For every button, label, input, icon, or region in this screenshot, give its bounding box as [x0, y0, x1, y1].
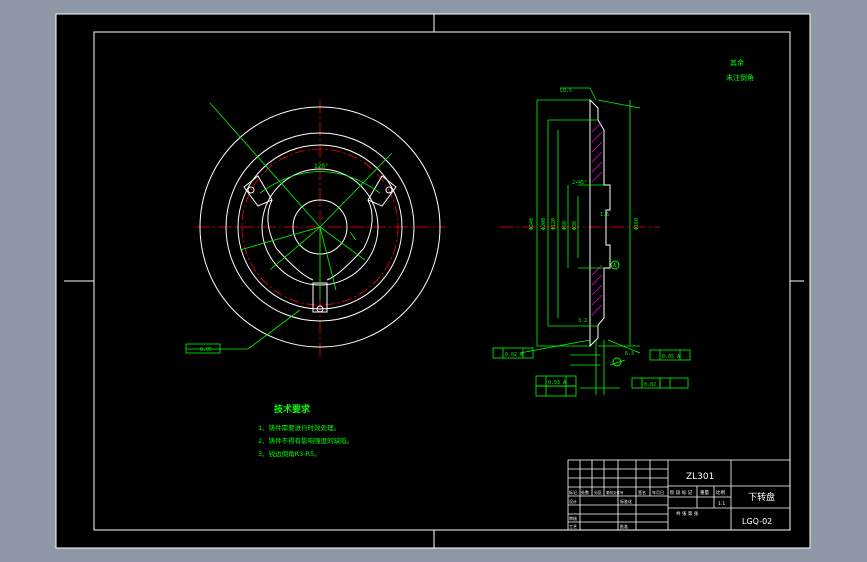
- technical-requirements: 技术要求 1、铸件需要进行时效处理。 2、铸件不得有影响强度的缺陷。 3、锐边倒…: [258, 403, 353, 458]
- note-2: 2、铸件不得有影响强度的缺陷。: [258, 436, 353, 445]
- roughness-1: 1.6: [600, 212, 609, 218]
- ring-2: [225, 132, 415, 322]
- section-profile: [589, 98, 611, 348]
- roughness-note-1: 其余: [730, 58, 744, 67]
- mark-label: 标记: [569, 489, 577, 495]
- notes-title: 技术要求: [274, 403, 311, 415]
- doc-label: 更改文件号: [606, 490, 624, 495]
- note-1: 1、铸件需要进行时效处理。: [258, 423, 340, 432]
- roughness-2: 3.2: [578, 318, 587, 324]
- roughness-3: 6.3: [625, 351, 634, 357]
- dim-phi160: Φ160: [634, 218, 640, 230]
- tol-3: 0.03 A: [548, 380, 566, 386]
- dim-phi60: Φ60: [562, 221, 568, 230]
- std-label: 标准化: [620, 498, 632, 504]
- weight-label: 重量: [700, 489, 709, 496]
- stage-label: 阶 段 标 记: [670, 489, 693, 496]
- check-label: 审核: [569, 515, 577, 521]
- tol-label-front: 0.05: [200, 347, 212, 353]
- scale-label: 比例: [716, 489, 725, 496]
- hole-1: [247, 186, 255, 194]
- section-hatch: [591, 121, 603, 316]
- dim-phi240: Φ240: [529, 218, 535, 230]
- tol-1: 0.02 A: [505, 352, 523, 358]
- bolt-circle: [241, 148, 399, 306]
- title-block: [567, 459, 791, 531]
- tol-2: 0.05 A: [662, 354, 680, 360]
- front-view: 120° 0.05: [185, 100, 446, 358]
- drawing-paper: [56, 14, 810, 548]
- part-name-text: 下转盘: [748, 491, 775, 503]
- tol-4: 0.02: [644, 382, 656, 388]
- dimension-lines-section: [519, 87, 641, 395]
- outer-circle: [199, 106, 441, 348]
- tolerance-frames: [492, 347, 691, 397]
- dim-phi30: Φ30: [572, 221, 578, 230]
- approve-label: 批准: [620, 523, 628, 529]
- scale-value: 1:1: [718, 501, 725, 507]
- section-view: C0.5 Φ240 Φ200 Φ120 Φ60 Φ30 Φ160 A 2×45°…: [492, 87, 691, 397]
- sheet-label: 共 张 第 张: [676, 510, 699, 517]
- zone-label: 分区: [594, 489, 602, 495]
- design-label: 设计: [569, 498, 577, 504]
- roughness-note-2: 未注倒角: [726, 73, 754, 82]
- small-label: 2×45°: [572, 180, 587, 186]
- datum-marker: [610, 260, 620, 270]
- material-text: ZL301: [686, 472, 714, 482]
- top-callout: C0.5: [560, 88, 572, 94]
- count-label: 处数: [581, 489, 589, 495]
- datum-label: A: [613, 263, 616, 269]
- note-3: 3、锐边倒角R3-R5。: [258, 449, 321, 458]
- dim-phi200: Φ200: [541, 218, 547, 230]
- dim-phi120: Φ120: [551, 218, 557, 230]
- drawing-no-text: LGQ-02: [742, 517, 772, 526]
- angle-label: 120°: [314, 163, 328, 170]
- dimension-lines-front: [186, 102, 393, 350]
- sign-label: 签名: [638, 489, 646, 495]
- ring-3: [237, 144, 403, 310]
- hole-2: [385, 186, 393, 194]
- tol-frame-front: [185, 343, 221, 354]
- datum-marker-2: [612, 357, 622, 367]
- outer-border: [55, 13, 811, 549]
- slot-group: [243, 175, 397, 313]
- hole-3: [316, 305, 324, 313]
- process-label: 工艺: [569, 524, 577, 529]
- date-label: 年月日: [652, 489, 664, 495]
